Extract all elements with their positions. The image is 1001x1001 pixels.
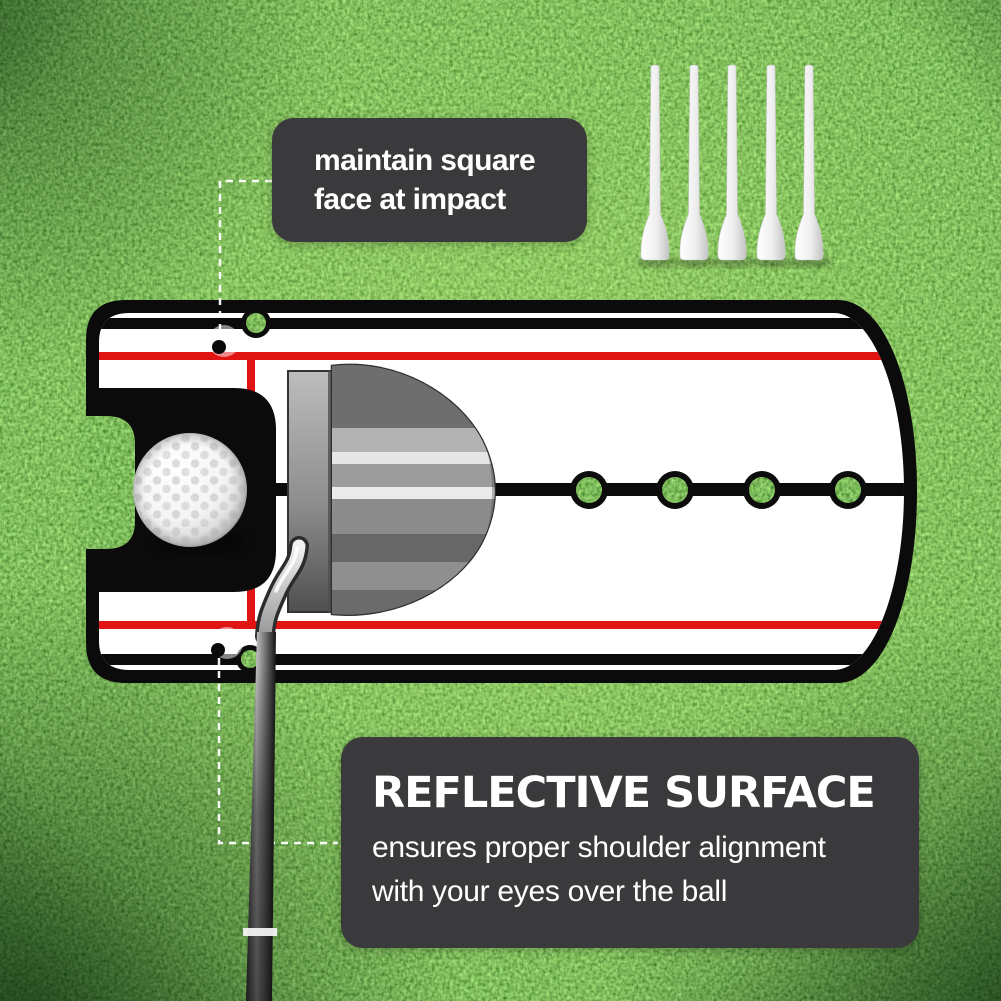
callout-reflective-surface: REFLECTIVE SURFACE ensures proper should… — [341, 737, 919, 948]
callout-connectors — [208, 179, 338, 845]
putter-shaft — [243, 536, 309, 1001]
top-alignment-dot-halo — [208, 325, 240, 357]
top-alignment-dot — [212, 340, 226, 354]
shaft-reflection-band — [243, 928, 277, 936]
ball-notch-grass-slot — [80, 416, 135, 549]
callout-bottom-body-line2: with your eyes over the ball — [372, 875, 728, 909]
callout-bottom-body-line1: ensures proper shoulder alignment — [372, 831, 826, 865]
top-connector-dashed-line — [218, 179, 272, 338]
golf-tees — [637, 64, 831, 268]
callout-maintain-square-face: maintain square face at impact — [272, 118, 587, 242]
tee-icon — [753, 64, 793, 268]
mirror-bottom-red-line — [99, 621, 904, 629]
tee-icon — [676, 64, 716, 268]
bottom-connector-dashed-line — [217, 658, 338, 845]
callout-top-line1: maintain square — [314, 144, 536, 177]
callout-bottom-heading: REFLECTIVE SURFACE — [372, 768, 876, 818]
tee-icon — [637, 64, 677, 268]
mirror-top-red-line — [99, 352, 904, 360]
callout-top-line2: face at impact — [314, 183, 506, 216]
mirror-bottom-black-line — [99, 654, 904, 665]
tee-icon — [714, 64, 754, 268]
mirror-top-black-line — [99, 318, 904, 329]
bottom-alignment-dot — [211, 643, 225, 657]
golf-ball — [133, 433, 247, 554]
tee-icon — [791, 64, 831, 268]
